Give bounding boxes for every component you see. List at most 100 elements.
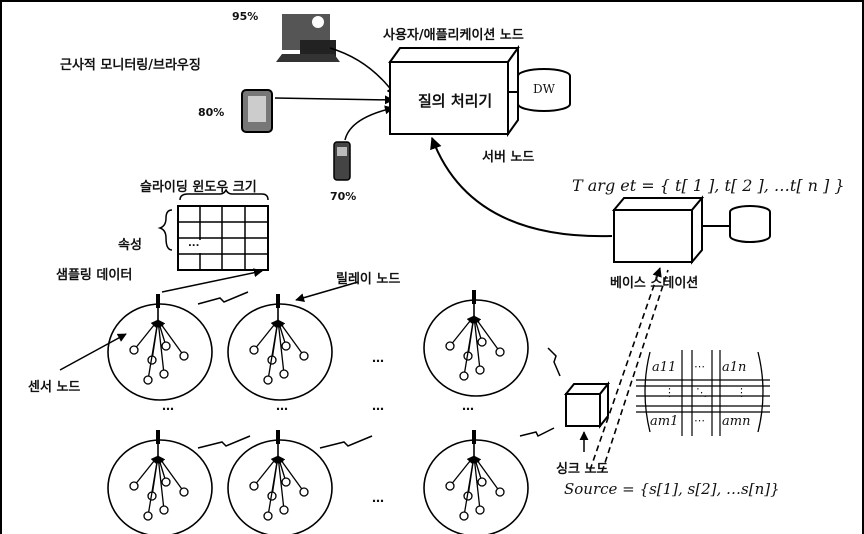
phone-icon — [333, 141, 351, 181]
relay-node-label: 릴레이 노드 — [336, 272, 401, 287]
between-rows-ellipsis-3: ⋯ — [372, 402, 384, 416]
relay-node-marker — [156, 430, 160, 444]
sensor-node — [129, 345, 139, 355]
sampling-arrow — [161, 268, 263, 293]
window-dots: ... — [188, 238, 200, 249]
sensor-node — [179, 487, 189, 497]
sensor-node — [249, 481, 259, 491]
target-formula: T arg et = { t[ 1 ], t[ 2 ], …t[ n ] } — [572, 176, 845, 195]
relay-node-marker — [276, 430, 280, 444]
sensor-arrow — [59, 333, 127, 371]
cluster-boundary — [227, 303, 333, 401]
sensor-node — [459, 371, 469, 381]
cluster-boundary — [227, 439, 333, 534]
phone-percent: 70% — [330, 190, 357, 203]
cluster-to-sink-link-2 — [519, 427, 555, 438]
relay-node-marker — [276, 294, 280, 308]
base-station-label: 베이스 스테이션 — [610, 276, 699, 291]
pda-percent: 80% — [198, 106, 225, 119]
cluster-to-sink-link-1 — [547, 347, 561, 377]
sensor-node — [475, 505, 485, 515]
sensor-node — [459, 511, 469, 521]
sensor-node — [159, 369, 169, 379]
server-node-label: 서버 노드 — [482, 150, 535, 165]
sink-node-box — [563, 381, 611, 429]
sensor-link — [267, 455, 281, 517]
cluster-boundary — [423, 439, 529, 534]
sensor-node — [445, 341, 455, 351]
sensor-node — [281, 477, 291, 487]
sensor-cluster — [227, 430, 333, 534]
sensor-cluster — [107, 294, 213, 401]
approx-monitoring-label: 근사적 모니터링/브라우징 — [60, 58, 201, 73]
matrix-coln-vdots: ⋮ — [736, 386, 747, 399]
between-rows-ellipsis-2: ⋯ — [276, 402, 288, 416]
relay-node-marker — [472, 290, 476, 304]
sensor-node — [299, 487, 309, 497]
sensor-cluster — [423, 430, 529, 534]
row2-ellipsis: ⋯ — [372, 494, 384, 508]
sensor-link — [274, 455, 285, 511]
sensor-node — [143, 375, 153, 385]
sink-node-label: 싱크 노드 — [556, 462, 609, 477]
cluster-boundary — [423, 299, 529, 397]
desktop-user-icon — [276, 14, 340, 62]
matrix-am1: am1 — [650, 414, 679, 429]
sensor-node — [159, 505, 169, 515]
sampling-data-label: 샘플링 데이터 — [56, 268, 133, 283]
sensor-link — [470, 315, 481, 371]
base-to-server-arrow — [430, 136, 613, 238]
matrix-ddots: ⋱ — [696, 386, 707, 399]
matrix-row1-ellipsis: ⋯ — [694, 360, 705, 373]
between-rows-ellipsis-1: ⋯ — [162, 402, 174, 416]
cluster-boundary — [107, 439, 213, 534]
sensor-node — [495, 347, 505, 357]
attribute-label: 속성 — [118, 238, 142, 253]
matrix-a1n: a1n — [722, 360, 747, 375]
data-matrix — [636, 350, 770, 436]
sensor-link — [147, 319, 161, 381]
matrix-col1-vdots: ⋮ — [664, 386, 675, 399]
sensor-cluster — [227, 294, 333, 401]
sensor-link — [267, 319, 281, 381]
sensor-node — [161, 341, 171, 351]
sensor-node — [263, 511, 273, 521]
source-formula: Source = {s[1], s[2], …s[n]} — [564, 480, 780, 498]
sensor-node — [279, 505, 289, 515]
sensor-node — [161, 477, 171, 487]
sink-to-base-dashed-line — [601, 269, 669, 473]
sensor-node — [281, 341, 291, 351]
row1-ellipsis: ⋯ — [372, 354, 384, 368]
desktop-percent: 95% — [232, 10, 259, 23]
sliding-window-grid — [177, 205, 269, 271]
base-station-cylinder — [702, 205, 771, 243]
matrix-amn: amn — [722, 414, 751, 429]
sensor-cluster — [107, 430, 213, 534]
sensor-node — [129, 481, 139, 491]
sensor-node — [143, 511, 153, 521]
sensor-link — [274, 319, 285, 375]
sensor-node — [279, 369, 289, 379]
matrix-a11: a11 — [652, 360, 677, 375]
sliding-window-size-label: 슬라이딩 윈도우 크기 — [140, 180, 257, 195]
between-rows-ellipsis-4: ⋯ — [462, 402, 474, 416]
sensor-node — [445, 481, 455, 491]
sensor-link — [470, 455, 481, 511]
sensor-link — [154, 319, 165, 375]
sensor-node — [475, 365, 485, 375]
sensor-link — [154, 455, 165, 511]
sensor-node-label: 센서 노드 — [28, 380, 81, 395]
pda-to-query-arrow — [274, 95, 394, 105]
sensor-node — [299, 351, 309, 361]
dw-cylinder — [508, 68, 571, 112]
sensor-link — [463, 315, 477, 377]
relay-link-1 — [197, 291, 249, 305]
sensor-link — [147, 455, 161, 517]
query-processor-label: 질의 처리기 — [418, 92, 493, 110]
sensor-node — [249, 345, 259, 355]
sensor-cluster — [423, 290, 529, 397]
attribute-brace — [157, 209, 173, 251]
relay-arrow — [295, 281, 359, 303]
